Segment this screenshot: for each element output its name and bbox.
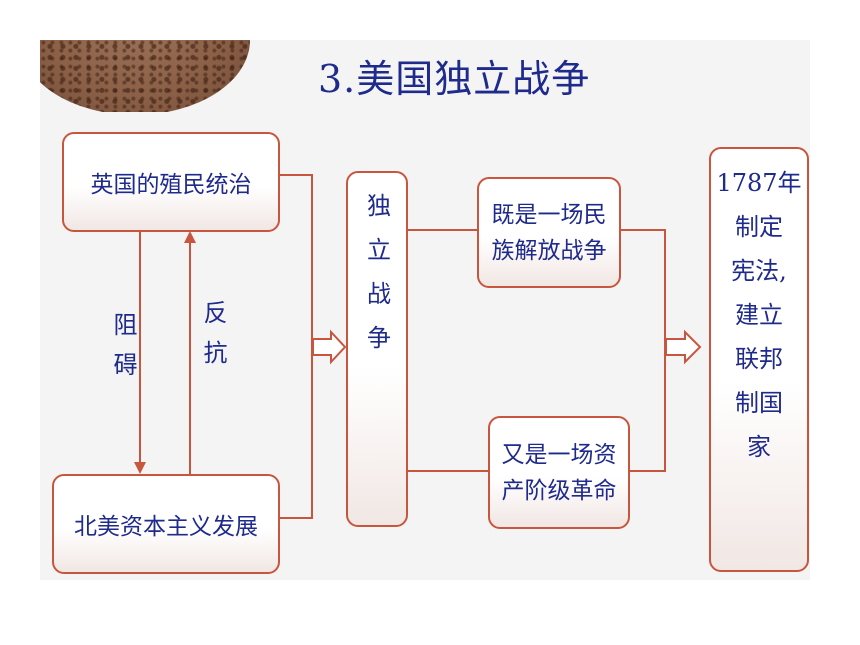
independence-war-box: 独立战争 xyxy=(346,171,408,527)
obstruct-arrow-head xyxy=(134,462,146,474)
hollow-arrow-left xyxy=(312,329,347,365)
colonial-rule-box: 英国的殖民统治 xyxy=(62,132,280,232)
constitution-outcome-text: 1787年 制定 宪法, 建立 联邦 制国 家 xyxy=(716,169,802,461)
constitution-outcome-box: 1787年 制定 宪法, 建立 联邦 制国 家 xyxy=(709,147,809,572)
national-liberation-text: 既是一场民 族解放战争 xyxy=(491,201,607,264)
national-liberation-box: 既是一场民 族解放战争 xyxy=(477,177,621,288)
hollow-arrow-right xyxy=(665,329,702,365)
obstruct-label: 阻碍 xyxy=(109,312,137,392)
colonial-rule-text: 英国的殖民统治 xyxy=(90,172,252,198)
na-capitalism-box: 北美资本主义发展 xyxy=(52,474,280,574)
soil-decoration-image xyxy=(40,40,250,112)
resist-label: 反抗 xyxy=(199,300,227,380)
left-bracket xyxy=(280,174,313,519)
na-capitalism-text: 北美资本主义发展 xyxy=(74,514,258,540)
page-title: 3.美国独立战争 xyxy=(318,57,591,101)
independence-war-text: 独立战争 xyxy=(362,193,391,369)
bourgeois-revolution-text: 又是一场资 产阶级革命 xyxy=(501,441,617,504)
resist-arrow-head xyxy=(184,231,196,243)
bourgeois-revolution-box: 又是一场资 产阶级革命 xyxy=(488,416,630,529)
